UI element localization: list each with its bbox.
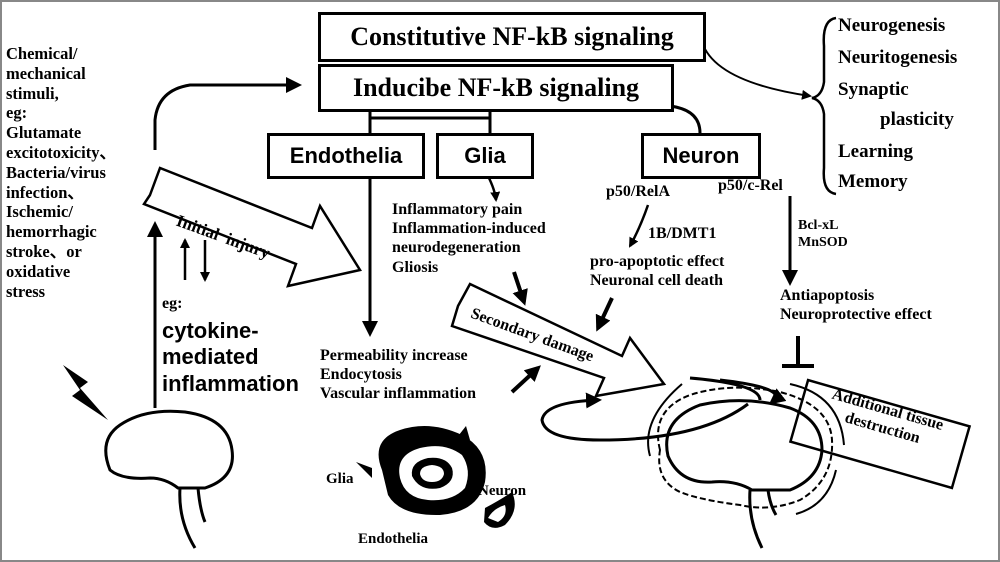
stimuli-line: stress [6, 281, 46, 301]
bcl-line: Bcl-xL [798, 218, 839, 233]
outcome-memory: Memory [838, 171, 908, 192]
constitutive-label: Constitutive NF-kB signaling [350, 22, 674, 51]
initial-injury-arrow [142, 166, 362, 288]
glia-box: Glia [436, 133, 534, 179]
mediator-1b-label: 1B/DMT1 [648, 225, 717, 242]
endothelia-effect-line: Vascular inflammation [320, 385, 477, 403]
inducible-box: Inducibe NF-kB signaling [318, 64, 674, 112]
inducible-label: Inducibe NF-kB signaling [352, 73, 640, 102]
stimuli-line: stimuli, [6, 83, 59, 103]
outcome-neuritogenesis: Neuritogenesis [838, 47, 958, 68]
secondary-damage-arrow [450, 282, 667, 398]
p50-rela-label: p50/RelA [606, 183, 670, 200]
rela-down-arrow [628, 204, 650, 248]
anti-apoptosis-line: Neuroprotective effect [780, 306, 932, 324]
constitutive-to-outcomes-arrow [701, 41, 812, 100]
stimuli-line: Ischemic/ [6, 202, 73, 222]
glia-effect-line: Inflammatory pain [392, 201, 523, 218]
cytokine-line: inflammation [162, 370, 299, 396]
stimuli-line: stroke、or [6, 241, 82, 261]
glia-effect-line: Gliosis [392, 258, 439, 276]
outcome-synaptic: Synaptic [838, 79, 909, 100]
outcomes-brace [811, 16, 837, 196]
neuron-box: Neuron [641, 133, 761, 179]
glia-effect-line: neurodegeneration [392, 239, 521, 257]
stimuli-line: Glutamate [6, 123, 82, 143]
damage-loop-arrow [540, 376, 762, 442]
neuron-label: Neuron [662, 143, 740, 168]
stimuli-line: eg: [6, 103, 28, 123]
stimuli-line: Bacteria/virus [6, 162, 106, 182]
endothelia-label: Endothelia [289, 143, 403, 168]
death-to-damage-arrow [595, 297, 614, 332]
stimuli-line: mechanical [6, 63, 86, 83]
endothelia-effect-line: Permeability increase [320, 347, 468, 364]
outcome-neurogenesis: Neurogenesis [838, 15, 946, 36]
bvu-glia-label: Glia [326, 471, 354, 487]
bcl-line: MnSOD [798, 234, 848, 250]
brain-damaged-icon [647, 383, 845, 549]
pro-apoptotic-line: Neuronal cell death [590, 272, 724, 290]
stimuli-line: oxidative [6, 261, 71, 281]
glia-effect-line: Inflammation-induced [392, 220, 546, 238]
inhibition-bar [782, 336, 814, 368]
endothelia-effect-line: Endocytosis [320, 366, 402, 384]
inducible-to-cells-connector [368, 104, 702, 134]
vascular-to-damage-arrow [510, 365, 541, 394]
glia-down-arrow [486, 175, 501, 202]
outcome-plasticity: plasticity [880, 109, 954, 130]
pro-apoptotic-line: pro-apoptotic effect [590, 253, 725, 270]
cytokine-line: mediated [162, 344, 259, 370]
bvu-neuron-label: Neuron [478, 483, 527, 499]
p50-crel-label: p50/c-Rel [718, 177, 783, 194]
glia-label: Glia [464, 143, 506, 168]
outcome-learning: Learning [838, 141, 913, 162]
constitutive-box: Constitutive NF-kB signaling [318, 12, 706, 62]
lightning-bolt-icon [63, 365, 108, 420]
stimuli-line: Chemical/ [6, 44, 78, 63]
bvu-endothelia-label: Endothelia [358, 531, 429, 547]
stimuli-line: hemorrhagic [6, 222, 97, 242]
cytokine-line: cytokine- [162, 318, 259, 343]
eg-label: eg: [162, 295, 183, 312]
brain-healthy-icon [104, 409, 234, 549]
endothelia-box: Endothelia [267, 133, 425, 179]
stimuli-line: excitotoxicity、 [6, 142, 116, 162]
anti-apoptosis-line: Antiapoptosis [780, 287, 875, 304]
stimuli-line: infection、 [6, 182, 84, 202]
stimuli-to-inducible-arrow [153, 77, 302, 150]
glia-to-damage-arrow [512, 271, 528, 306]
bvu-illustration [356, 426, 515, 528]
